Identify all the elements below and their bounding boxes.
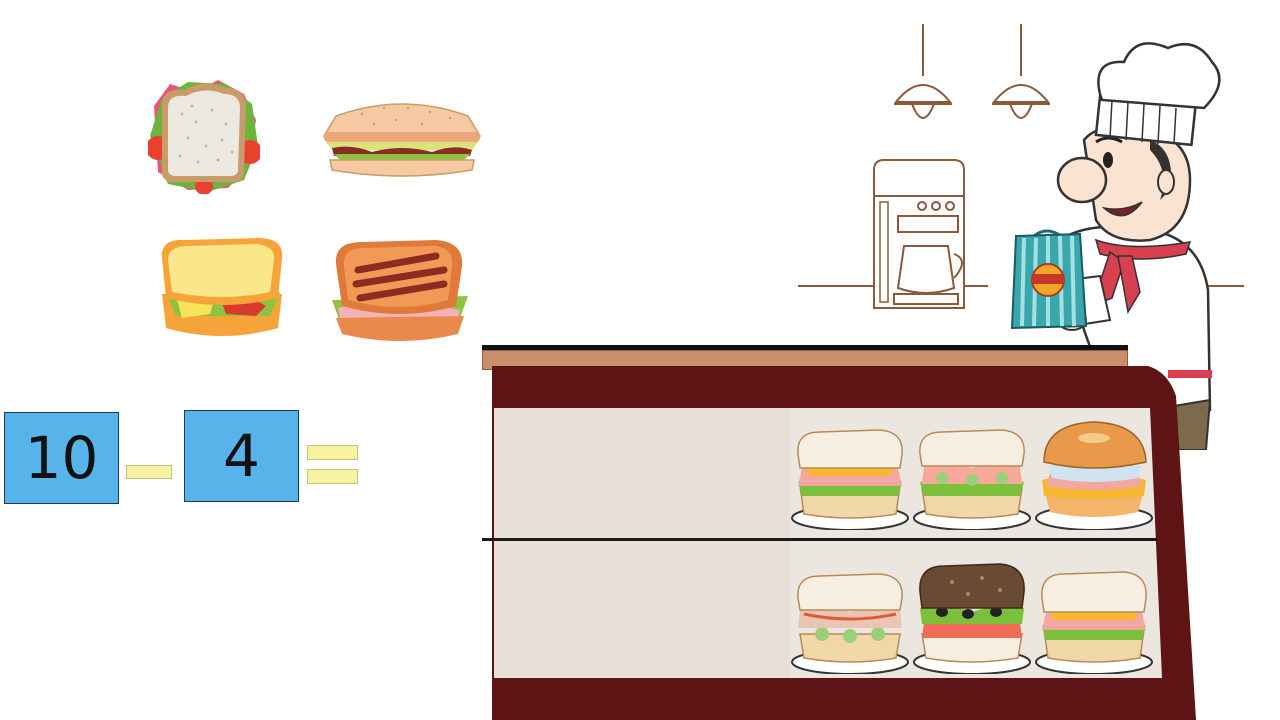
left-operand-box[interactable]: 10	[4, 412, 119, 504]
tuna-sandwich-icon[interactable]	[790, 570, 910, 674]
right-operand-box[interactable]: 4	[184, 410, 299, 502]
gift-bag-icon	[1010, 229, 1088, 330]
pendant-lamp-icon	[893, 24, 953, 119]
shelf-divider	[482, 538, 1158, 541]
ham-sandwich-icon[interactable]	[790, 426, 910, 530]
cheese-sandwich-icon[interactable]	[156, 232, 288, 346]
counter-edge	[482, 345, 1128, 350]
left-operand: 10	[24, 424, 99, 492]
rye-sandwich-icon[interactable]	[912, 562, 1032, 674]
club-sandwich-icon[interactable]	[322, 96, 482, 182]
right-operand: 4	[223, 422, 260, 490]
chef-icon	[1056, 42, 1221, 450]
bagel-sandwich-icon[interactable]	[1034, 416, 1156, 530]
shrimp-sandwich-icon[interactable]	[912, 426, 1032, 530]
ham-sandwich-icon[interactable]	[1034, 566, 1154, 674]
pendant-lamp-icon	[991, 24, 1051, 119]
minus-sign	[126, 465, 172, 479]
toast-sandwich-top-icon[interactable]	[148, 76, 260, 194]
coffee-machine-icon	[798, 159, 988, 309]
grilled-panini-icon[interactable]	[328, 234, 472, 346]
